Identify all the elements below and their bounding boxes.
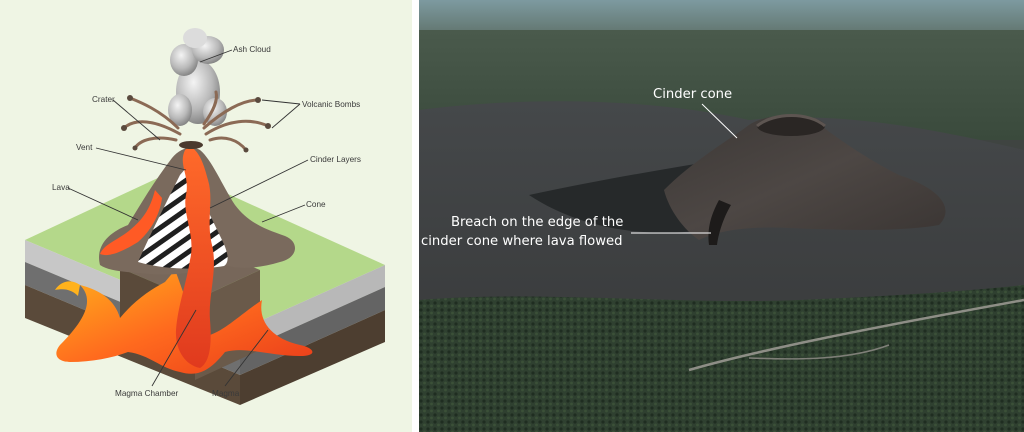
label-cinder-cone: Cinder cone bbox=[653, 87, 732, 102]
cinder-cone-crater bbox=[757, 116, 825, 136]
label-cone: Cone bbox=[306, 200, 326, 209]
label-crater: Crater bbox=[92, 95, 115, 104]
leader-cinder-cone bbox=[701, 103, 738, 139]
conduit bbox=[175, 146, 214, 368]
label-breach-line1: Breach on the edge of the bbox=[451, 215, 623, 230]
rock-right-face bbox=[240, 310, 385, 405]
label-magma-chamber: Magma Chamber bbox=[115, 389, 179, 398]
cinder-cone-diagram: Ash Cloud Crater Volcanic Bombs Vent Cin… bbox=[25, 28, 385, 405]
crater-rim bbox=[756, 114, 826, 128]
cinder-cone-diagram-panel: Ash Cloud Crater Volcanic Bombs Vent Cin… bbox=[0, 0, 412, 432]
label-magma: Magma bbox=[212, 389, 240, 398]
label-cinder-layers: Cinder Layers bbox=[310, 155, 361, 164]
strata-right-face bbox=[240, 265, 385, 352]
cinder-cone-photo: Cinder cone Breach on the edge of the ci… bbox=[419, 0, 1024, 432]
magma-branch-left bbox=[55, 281, 80, 296]
breach-gully bbox=[708, 200, 731, 245]
label-lava: Lava bbox=[52, 183, 70, 192]
mid-forest bbox=[419, 285, 1024, 432]
road bbox=[688, 298, 1024, 372]
road-branch bbox=[748, 344, 890, 360]
label-vent: Vent bbox=[76, 143, 93, 152]
crater bbox=[179, 141, 203, 149]
label-breach-line2: cinder cone where lava flowed bbox=[421, 234, 623, 249]
volcanic-bomb-arcs bbox=[122, 90, 270, 152]
ash-cloud bbox=[168, 28, 227, 126]
cinder-cone bbox=[664, 115, 946, 240]
label-volcanic-bombs: Volcanic Bombs bbox=[302, 100, 360, 109]
leader-lines bbox=[67, 49, 309, 387]
panel-divider bbox=[412, 0, 419, 432]
cinder-cone-photo-panel: Cinder cone Breach on the edge of the ci… bbox=[419, 0, 1024, 432]
lava-flow bbox=[100, 190, 162, 256]
label-ash-cloud: Ash Cloud bbox=[233, 45, 271, 54]
volcanic-bombs bbox=[121, 95, 271, 153]
